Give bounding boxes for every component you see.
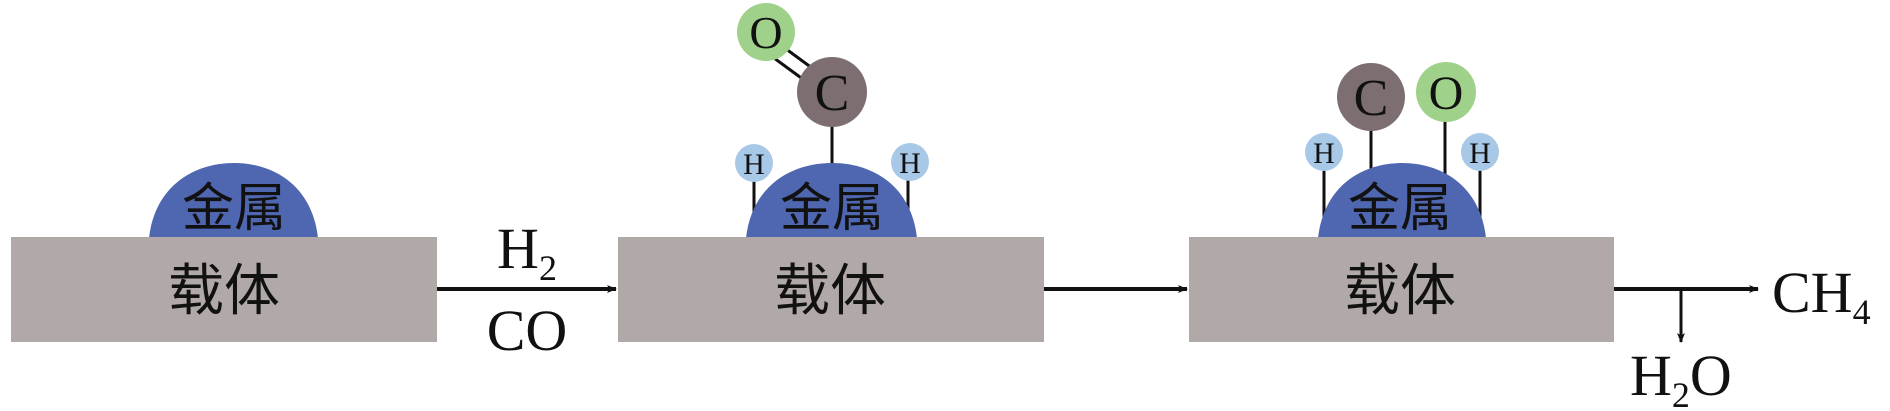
hydrogen-label: H — [1313, 137, 1335, 170]
metal-dome — [1318, 163, 1486, 238]
stage-2: 金属 O C H H 载体 — [618, 3, 1044, 342]
product-arrows: CH4 H2O — [1614, 260, 1871, 411]
metal-label: 金属 — [182, 179, 286, 239]
hydrogen-label: H — [899, 147, 921, 180]
support-block — [11, 237, 437, 342]
stage-3: 金属 C O H H 载体 — [1189, 62, 1614, 342]
hydrogen-label: H — [743, 148, 765, 181]
oxygen-atom — [1416, 62, 1476, 122]
support-label: 载体 — [1344, 259, 1456, 324]
metal-dome — [746, 163, 917, 238]
support-label: 载体 — [774, 259, 886, 324]
hydrogen-atom-left — [1305, 133, 1343, 171]
stage-1: 金属 载体 — [11, 163, 437, 342]
hydrogen-label: H — [1469, 137, 1491, 170]
oxygen-atom — [737, 3, 795, 61]
carbon-atom — [797, 57, 867, 127]
carbon-atom — [1337, 63, 1405, 131]
metal-dome — [149, 163, 318, 238]
product-h2o: H2O — [1630, 343, 1732, 411]
support-block — [1189, 237, 1614, 342]
reactant-co: CO — [487, 298, 568, 363]
metal-label: 金属 — [1348, 179, 1452, 239]
hydrogen-atom-right — [1461, 133, 1499, 171]
reactant-h2: H2 — [497, 216, 557, 288]
support-label: 载体 — [168, 259, 280, 324]
carbon-label: C — [815, 65, 850, 122]
hydrogen-atom-left — [735, 144, 773, 182]
hydrogen-atom-right — [891, 143, 929, 181]
carbon-label: C — [1354, 70, 1389, 127]
reaction-arrow-1: H2 CO — [437, 216, 617, 363]
product-ch4: CH4 — [1772, 260, 1871, 332]
oxygen-label: O — [749, 7, 782, 58]
oxygen-label: O — [1429, 67, 1464, 120]
support-block — [618, 237, 1044, 342]
metal-label: 金属 — [780, 179, 884, 239]
